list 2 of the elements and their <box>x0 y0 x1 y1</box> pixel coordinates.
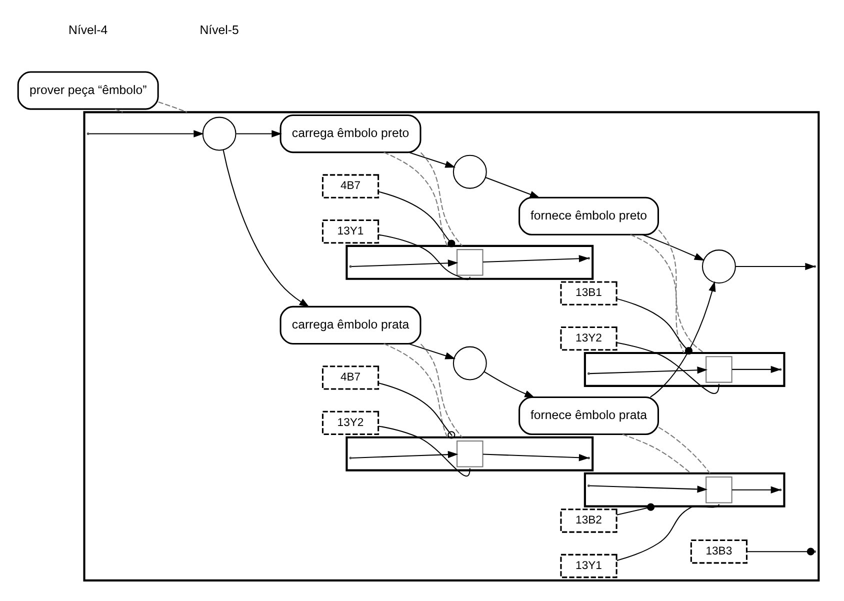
label: Nível-4 <box>68 23 108 38</box>
label: Nível-5 <box>199 23 238 38</box>
